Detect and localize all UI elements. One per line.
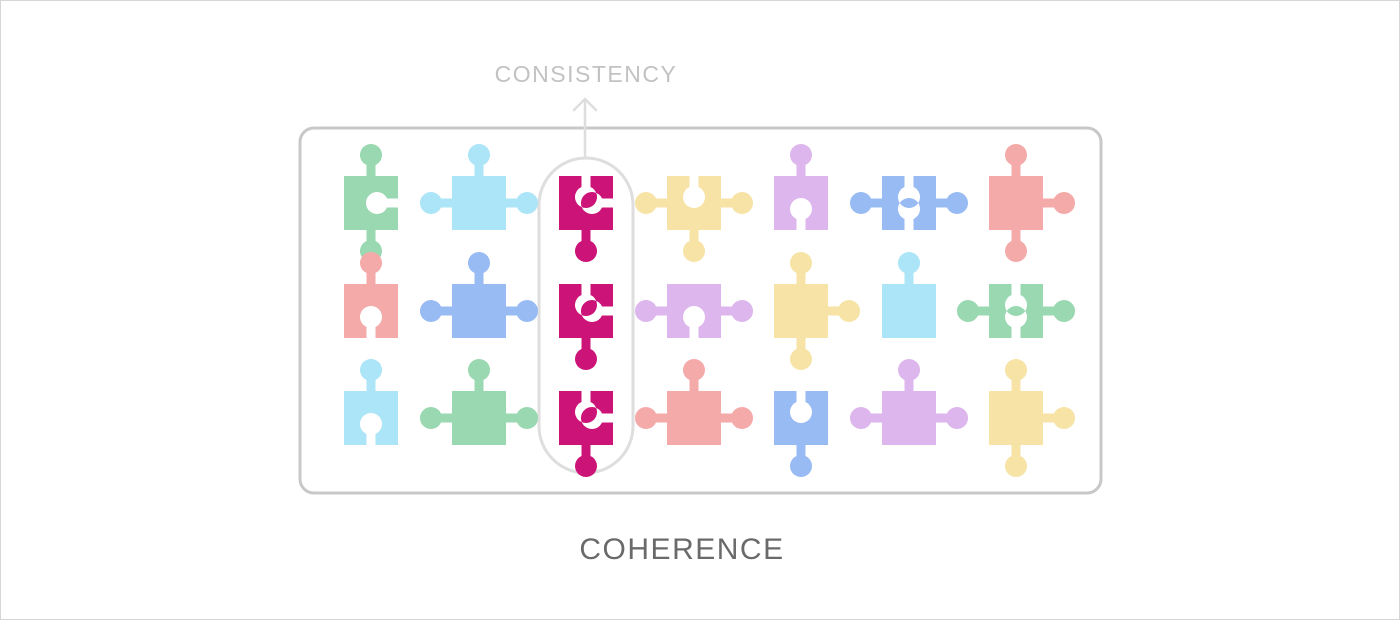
- puzzle-piece-r2-c5: [774, 251, 861, 371]
- up-arrow-icon: [572, 97, 598, 159]
- puzzle-piece-r1-c1: [344, 143, 398, 263]
- puzzle-piece-r3-c2: [419, 358, 539, 445]
- puzzle-piece-r2-c7: [956, 284, 1076, 338]
- consistency-label: CONSISTENCY: [494, 61, 678, 87]
- puzzle-piece-r2-c4: [634, 284, 754, 338]
- coherence-label: COHERENCE: [579, 533, 785, 566]
- puzzle-piece-r2-c2: [419, 251, 539, 338]
- puzzle-piece-r2-c1: [344, 251, 398, 338]
- puzzle-piece-r1-c6: [849, 176, 969, 230]
- puzzle-piece-r2-c3: [559, 284, 613, 371]
- puzzle-piece-r3-c7: [989, 358, 1076, 478]
- puzzle-piece-r1-c7: [989, 143, 1076, 263]
- puzzle-piece-r1-c2: [419, 143, 539, 231]
- puzzle-piece-r3-c1: [344, 358, 398, 445]
- puzzle-piece-r2-c6: [882, 251, 936, 338]
- puzzle-piece-r1-c5: [774, 143, 828, 231]
- puzzle-piece-r3-c6: [849, 358, 969, 445]
- puzzle-pieces: [344, 143, 1076, 478]
- puzzle-piece-r1-c3: [559, 176, 613, 263]
- coherence-frame: [298, 126, 1103, 495]
- puzzle-piece-r3-c4: [634, 358, 754, 445]
- puzzle-piece-r3-c5: [774, 391, 828, 478]
- puzzle-piece-r3-c3: [559, 391, 613, 478]
- puzzle-piece-r1-c4: [634, 176, 754, 263]
